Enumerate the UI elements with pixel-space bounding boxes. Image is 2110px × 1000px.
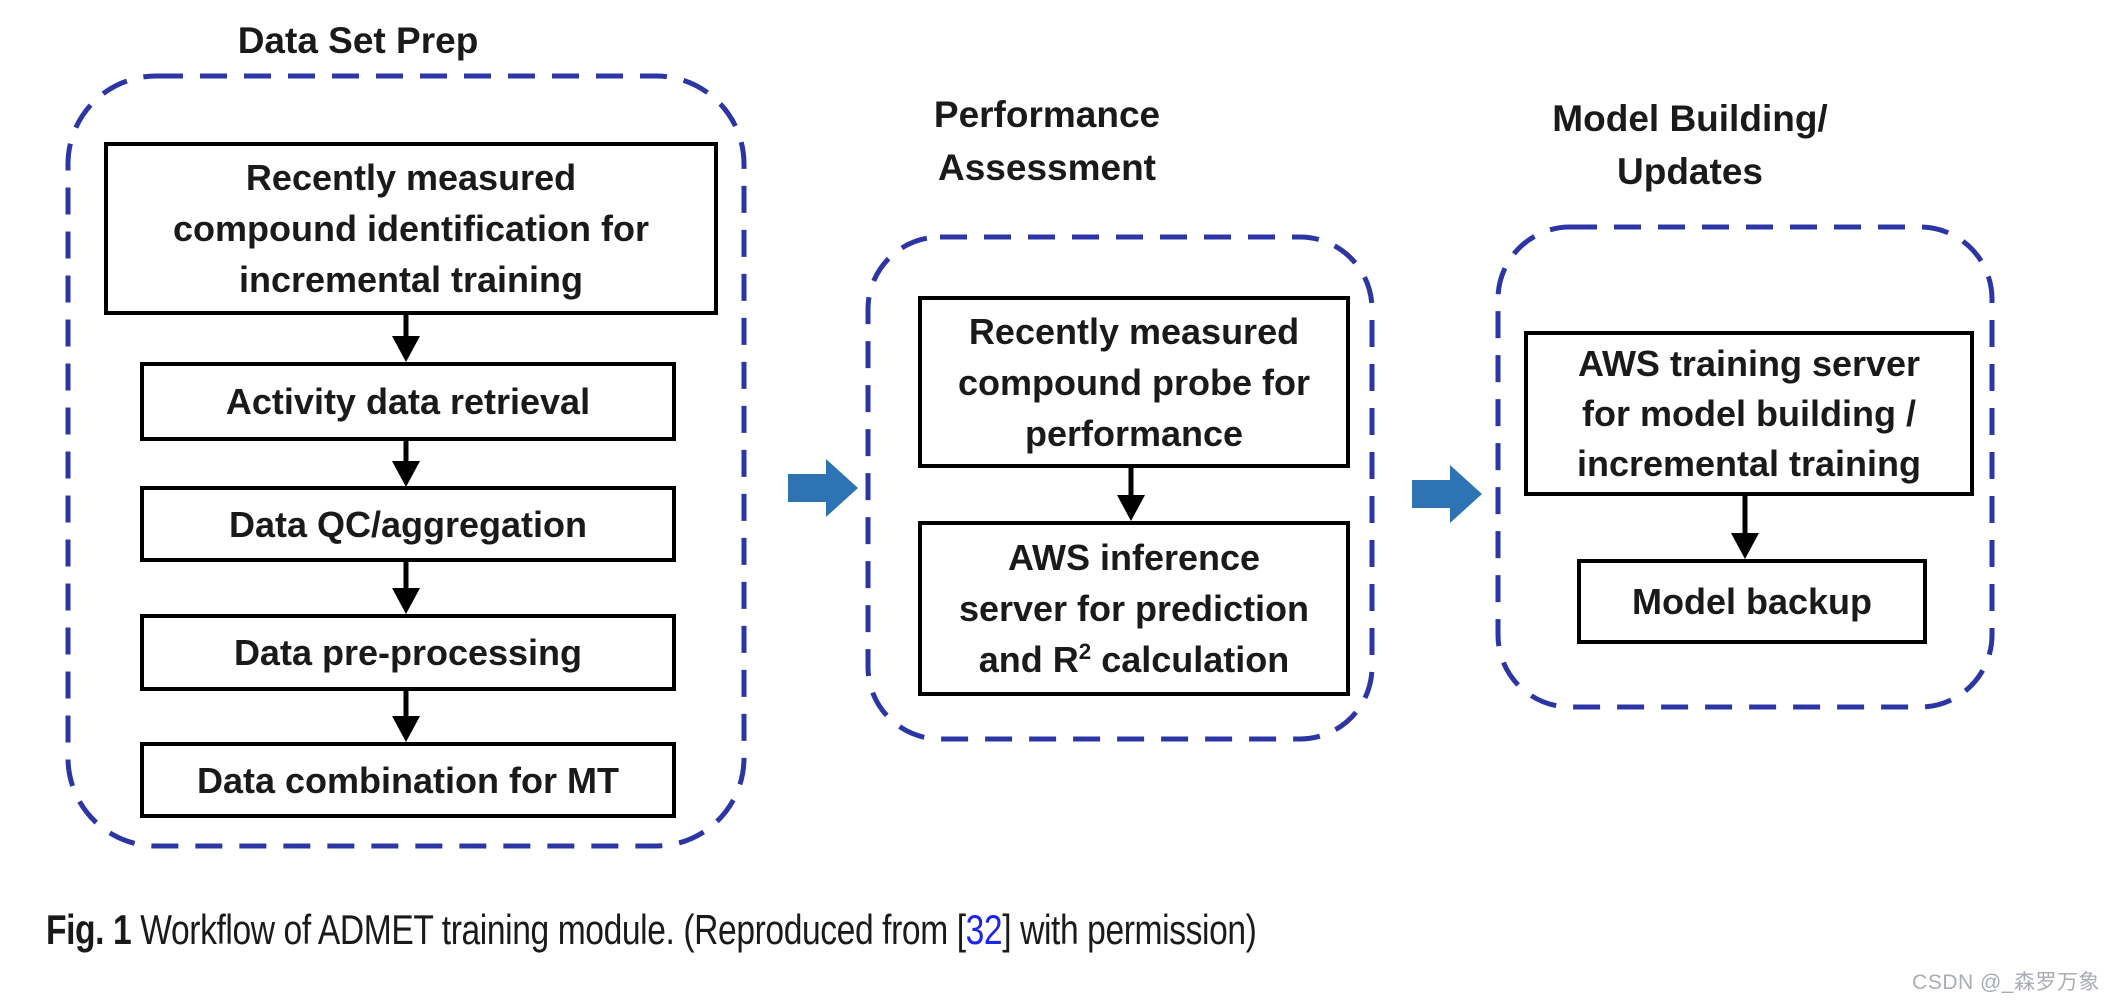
panel-title-line: Assessment — [937, 147, 1156, 188]
panel-model-building-outline — [1495, 224, 1995, 710]
box-model-backup: Model backup — [1577, 559, 1927, 644]
caption-fig-label: Fig. 1 — [46, 906, 132, 953]
box-text-segment: and R — [978, 639, 1079, 680]
panel-title-line: Model Building/ — [1552, 98, 1828, 139]
box-text-line: server for prediction — [958, 588, 1310, 629]
panel-performance-outline — [865, 234, 1375, 742]
panel-title-performance-assessment: Performance Assessment — [847, 88, 1247, 194]
arrow-down-icon — [1731, 487, 1759, 559]
caption-text-after-ref: ] with permission) — [1002, 906, 1257, 953]
box-text-line: incremental training — [1576, 442, 1922, 484]
box-text-line: Activity data retrieval — [225, 381, 591, 422]
box-text-line: Data combination for MT — [197, 759, 619, 801]
box-data-combination-mt: Data combination for MT — [140, 742, 676, 818]
caption-text-before-ref: Workflow of ADMET training module. (Repr… — [131, 906, 966, 953]
superscript-2: 2 — [1078, 639, 1092, 664]
box-text-line: and R2 calculation — [979, 634, 1290, 685]
box-text-line: Data QC/aggregation — [228, 503, 588, 545]
box-recent-compound-identification: Recently measured compound identificatio… — [104, 142, 718, 315]
box-data-pre-processing: Data pre-processing — [140, 614, 676, 691]
box-recent-compound-probe: Recently measured compound probe for per… — [918, 296, 1350, 468]
box-text-line: performance — [1024, 412, 1244, 454]
arrow-down-icon — [1117, 459, 1145, 521]
box-text-line: Data pre-processing — [233, 632, 583, 673]
box-aws-training-server: AWS training server for model building /… — [1524, 331, 1974, 496]
arrow-right-icon — [788, 459, 858, 517]
box-text-line: compound identification for — [173, 208, 649, 249]
box-text-line: AWS inference — [1007, 537, 1261, 578]
box-text-line: Recently measured — [245, 157, 577, 198]
box-text-line: AWS training server — [1577, 342, 1921, 384]
panel-title-line: Data Set Prep — [237, 20, 479, 61]
figure-caption: Fig. 1 Workflow of ADMET training module… — [46, 906, 1257, 954]
panel-title-line: Performance — [933, 94, 1161, 135]
box-text-line: incremental training — [238, 259, 584, 300]
arrow-right-icon — [1412, 465, 1482, 523]
panel-dataset-prep-outline — [65, 73, 747, 849]
arrow-down-icon — [392, 682, 420, 742]
box-text-line: Model backup — [1631, 581, 1873, 622]
csdn-watermark: CSDN @_森罗万象 — [1912, 971, 2100, 994]
box-text-line: Recently measured — [968, 310, 1300, 352]
box-aws-inference-server: AWS inference server for prediction and … — [918, 521, 1350, 696]
box-data-qc-aggregation: Data QC/aggregation — [140, 486, 676, 562]
box-activity-data-retrieval: Activity data retrieval — [140, 362, 676, 441]
panel-title-line: Updates — [1617, 151, 1763, 192]
box-text-line: compound probe for — [958, 361, 1310, 403]
panel-title-dataset-prep: Data Set Prep — [68, 14, 648, 67]
caption-reference-link[interactable]: 32 — [965, 906, 1003, 953]
box-text-line: for model building / — [1582, 392, 1916, 434]
panel-title-model-building: Model Building/ Updates — [1480, 92, 1900, 198]
box-text-segment: calculation — [1091, 639, 1290, 680]
